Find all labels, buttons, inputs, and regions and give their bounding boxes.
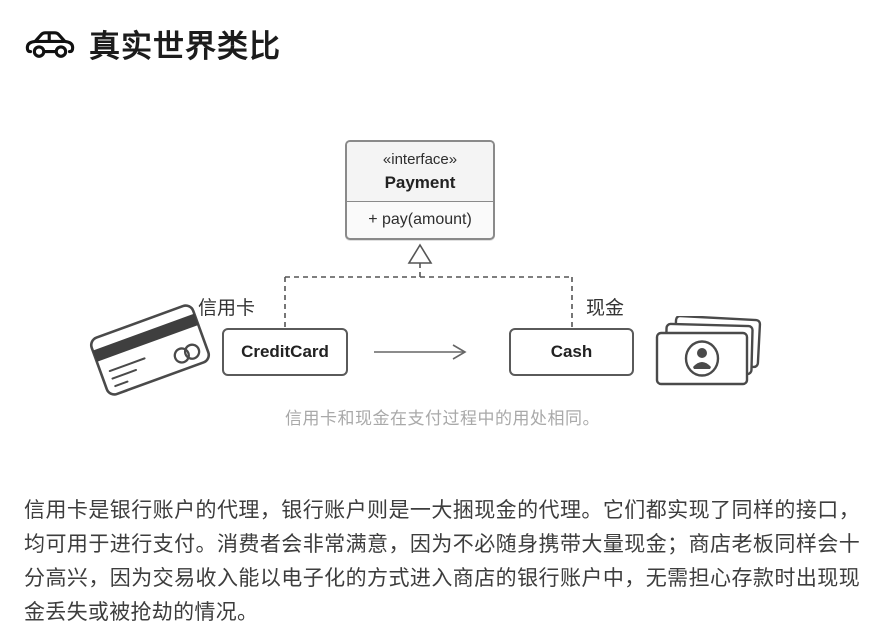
- car-icon: [25, 31, 75, 58]
- realization-triangle-icon: [407, 243, 433, 264]
- cash-bills-icon: [655, 316, 762, 386]
- uml-diagram: «interface» Payment + pay(amount) 信用卡 现金…: [0, 130, 885, 450]
- interface-box: «interface» Payment + pay(amount): [345, 140, 495, 240]
- creditcard-box: CreditCard: [222, 328, 348, 376]
- interface-stereotype: «interface»: [382, 151, 458, 168]
- cash-label: 现金: [586, 298, 625, 319]
- body-paragraph: 信用卡是银行账户的代理，银行账户则是一大捆现金的代理。它们都实现了同样的接口，均…: [24, 499, 860, 624]
- creditcard-label: 信用卡: [198, 298, 256, 319]
- diagram-caption: 信用卡和现金在支付过程中的用处相同。: [285, 409, 600, 428]
- credit-card-icon: [89, 304, 211, 396]
- interface-name: Payment: [384, 173, 456, 192]
- diagram-connectors: [284, 243, 573, 360]
- interface-box-header: «interface» Payment: [347, 142, 493, 202]
- page-heading: 真实世界类比: [0, 0, 885, 64]
- cash-box: Cash: [509, 328, 634, 376]
- interface-method: + pay(amount): [368, 211, 472, 228]
- page-title: 真实世界类比: [89, 28, 281, 64]
